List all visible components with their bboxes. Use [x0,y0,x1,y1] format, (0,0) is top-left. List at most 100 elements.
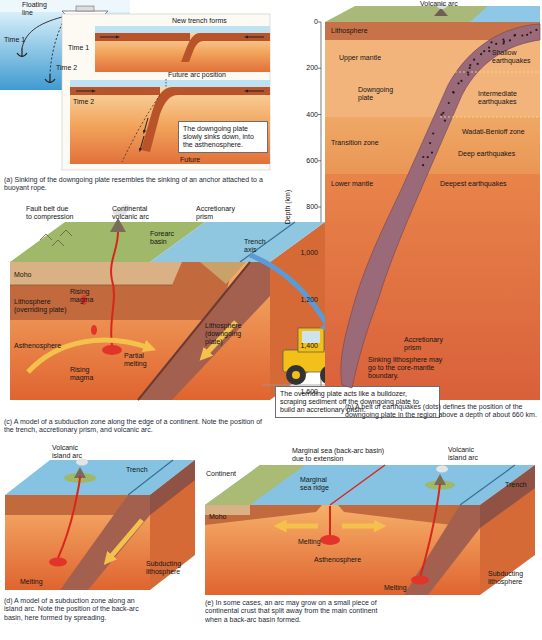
plate-sinking-inset-part [95,26,270,33]
plate-sinking-inset [62,14,270,170]
part-label: Forearc basin [150,230,190,246]
depth-axis-part [318,68,321,69]
downgoing-slab-part [440,72,540,117]
band-label: Lithosphere [331,27,534,35]
earthquake-dot [503,40,505,42]
plate-sinking-inset-part [70,87,270,164]
mantle-band: Lithosphere [325,22,540,40]
downgoing-slab [341,24,540,388]
back-arc-block-part [480,465,535,528]
part-label: Partial melting [124,352,160,368]
panel-caption: (c) A model of a subduction zone along t… [4,418,270,435]
island-arc-block-part [5,495,150,590]
bulldozer-analogy-part [250,255,330,330]
earth-block-top-part [325,6,540,22]
back-arc-block-part [411,576,429,585]
back-arc-block-part [330,465,385,505]
depth-axis-part [318,114,321,115]
earthquake-dot [526,34,528,36]
part-label: Wadati-Benioff zone [462,128,534,136]
earthquake-dot [513,35,515,37]
earthquake-dot [514,34,516,36]
continental-subduction-block-part [10,285,172,286]
earthquake-dot [429,142,431,144]
earthquake-dot [444,120,446,122]
part-label: Lithosphere (overriding plate) [14,298,69,314]
continental-subduction-block-part [240,222,295,262]
continental-subduction-block-part [10,262,182,285]
part-label: Trench [505,481,535,489]
part-label: Marginal sea ridge [300,476,338,492]
part-label: Continent [206,470,246,478]
back-arc-block-part [205,505,480,595]
continental-subduction-block-part [10,262,234,320]
earthquake-dot [432,132,434,134]
earthquake-dot [422,156,424,158]
plate-sinking-inset-part [100,37,118,38]
island-arc-block-part [150,460,195,515]
axis-tick-label: 1,000 [290,249,318,257]
earthquake-dots [422,29,538,166]
plate-sinking-inset-part [76,91,94,92]
part-label: Volcanic island arc [52,444,96,460]
part-label: Floating line [22,1,54,17]
part-label: Sinking lithosphere may go to the core-m… [368,356,448,380]
back-arc-block-part [338,505,460,525]
band-label: Transition zone [331,139,534,147]
anchor-scene-part [17,48,27,57]
earthquake-dot [488,50,490,52]
island-arc-block-part [49,558,67,567]
continental-subduction-block-part [102,345,122,355]
axis-tick-label: 800 [290,203,318,211]
depth-axis-part [318,207,321,208]
earthquake-dot [422,164,424,166]
island-arc-block-part [128,460,173,495]
continental-subduction-block-part [111,232,118,345]
axis-tick-label: 200 [290,64,318,72]
part-label: Time 2 [56,64,86,72]
plate-sinking-inset-part [70,80,270,87]
plate-sinking-inset-part [166,79,167,88]
back-arc-block-part [404,505,480,595]
axis-tick-label: 1,200 [290,296,318,304]
earthquake-dot [483,50,485,52]
part-label: Time 1 [4,36,34,44]
part-label: Subducting lithosphere [488,570,536,586]
plate-sinking-inset-part [95,33,270,72]
earthquake-dot [473,59,475,61]
earth-block-top-part [434,8,448,16]
plate-sinking-inset-part [246,91,264,92]
earth-block-top-part [470,6,540,22]
part-label: Time 1 [68,44,96,52]
bulldozer-analogy-part [302,331,320,343]
back-arc-block [205,465,535,595]
axis-tick-label: 0 [290,18,318,26]
axis-tick-label: 1,600 [290,388,318,396]
continental-subduction-block-part [110,218,126,232]
part-label: Trench [126,466,156,474]
panel-caption: (e) In some cases, an arc may grow on a … [205,599,390,624]
downgoing-slab-part [341,24,540,388]
plate-sinking-inset-part [122,95,160,162]
axis-tick-label: 1,400 [290,342,318,350]
axis-title: Depth (km) [284,182,292,232]
part-label: Marginal sea (back-arc basin) due to ext… [292,447,397,463]
part-label: Lithosphere (downgoing plate) [205,322,260,346]
island-arc-block-part [76,459,88,466]
depth-axis-part [318,160,321,161]
panel-caption: (a) Sinking of the downgoing plate resem… [4,176,269,193]
continental-subduction-block-part [150,222,325,262]
earthquake-dot [477,63,479,65]
part-label: Continental volcanic arc [112,205,164,221]
part-label: Moho [14,271,44,279]
part-label: Downgoing plate [358,86,408,102]
earthquake-dot [488,47,490,49]
earthquake-dot [490,41,492,43]
earthquake-dot [503,42,505,44]
plate-sinking-inset-part [70,87,160,95]
earthquake-dot [521,34,523,36]
plate-sinking-inset-part [95,33,190,41]
part-label: Accretionary prism [196,205,242,221]
part-label: Volcanic arc [420,0,480,8]
